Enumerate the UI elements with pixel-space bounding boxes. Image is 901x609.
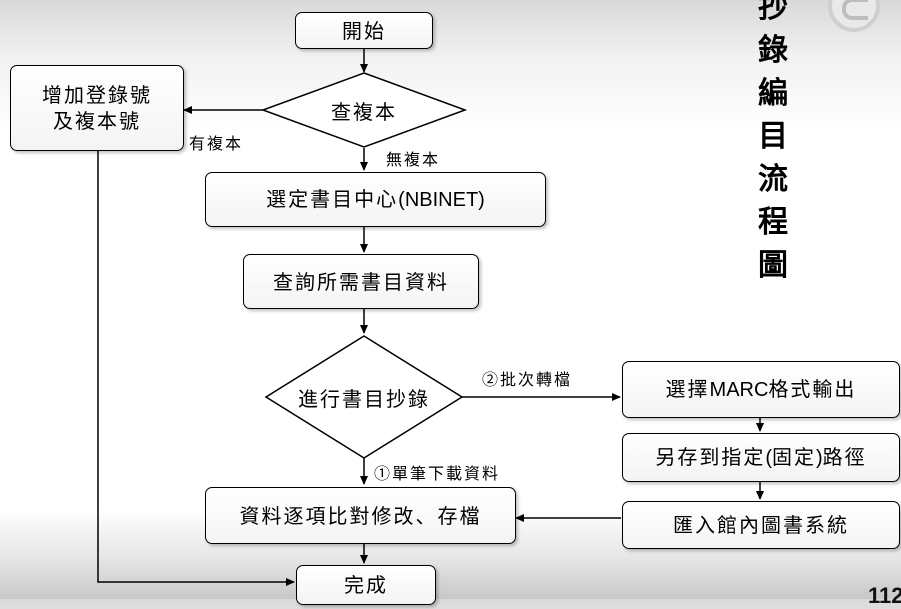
select-marc-label: 選擇MARC格式輸出: [665, 377, 857, 401]
edge-label-no-copy: 無複本: [386, 150, 441, 169]
page-number: 112: [868, 583, 901, 608]
title-char: 程: [758, 205, 788, 240]
import-system-label: 匯入館內圖書系統: [673, 513, 849, 537]
save-path-label: 另存到指定(固定)路徑: [655, 445, 867, 469]
title-char: 錄: [758, 33, 788, 68]
catalog-copy-label-wrap: 進行書目抄錄: [266, 336, 462, 458]
title-char: 圖: [758, 248, 788, 283]
start-node: 開始: [295, 12, 433, 49]
finish-label: 完成: [344, 573, 388, 597]
title-char: 流: [758, 162, 788, 197]
finish-node: 完成: [296, 565, 436, 605]
title-char: 目: [758, 119, 788, 154]
add-numbers-line1: 增加登錄號: [42, 83, 152, 107]
add-numbers-node: 增加登錄號 及複本號: [10, 65, 184, 151]
compare-edit-node: 資料逐項比對修改、存檔: [205, 487, 516, 544]
edge-add-to-finish: [97, 150, 295, 586]
title-char: 編: [758, 76, 788, 111]
vertical-title: 抄 錄 編 目 流 程 圖: [748, 0, 798, 287]
query-records-node: 查詢所需書目資料: [243, 254, 479, 309]
check-copy-label: 查複本: [331, 99, 397, 124]
add-numbers-line2: 及複本號: [53, 109, 141, 133]
select-center-node: 選定書目中心(NBINET): [205, 172, 546, 227]
compare-edit-label: 資料逐項比對修改、存檔: [239, 503, 482, 528]
catalog-copy-diamond: [264, 335, 464, 459]
edge-label-single: ①單筆下載資料: [374, 464, 501, 483]
edge-label-batch: ②批次轉檔: [482, 370, 573, 389]
catalog-copy-label: 進行書目抄錄: [298, 386, 430, 411]
import-system-node: 匯入館內圖書系統: [622, 501, 900, 549]
select-center-label: 選定書目中心(NBINET): [266, 187, 485, 211]
save-path-node: 另存到指定(固定)路徑: [622, 433, 900, 482]
check-copy-label-wrap: 查複本: [263, 73, 465, 147]
edge-label-has-copy: 有複本: [189, 134, 244, 153]
query-records-label: 查詢所需書目資料: [273, 269, 449, 294]
check-copy-diamond: [260, 72, 468, 148]
select-marc-node: 選擇MARC格式輸出: [622, 361, 900, 418]
title-char: 抄: [758, 0, 788, 25]
start-label: 開始: [342, 18, 386, 43]
